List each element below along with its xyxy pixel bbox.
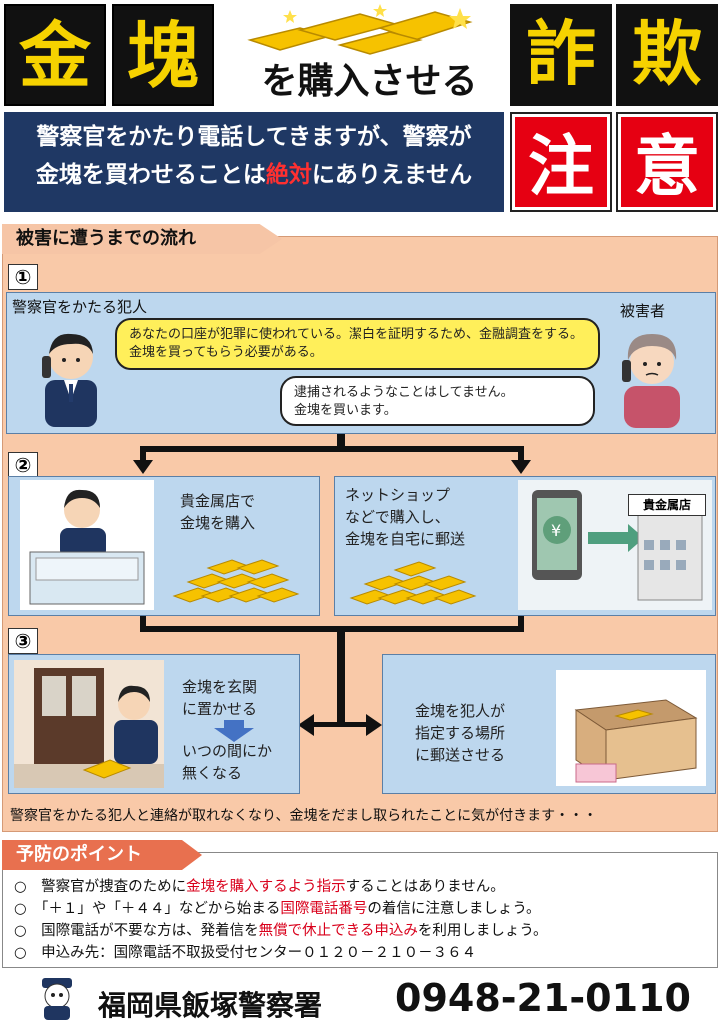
jewelry-store-clerk-illustration	[20, 480, 154, 610]
police-mascot-icon	[42, 978, 72, 1020]
arrow-down-icon	[133, 460, 153, 474]
prevention-item: ○ 警察官が捜査のために金塊を購入するよう指示することはありません。	[14, 876, 714, 898]
flow-conclusion: 警察官をかたる犯人と連絡が取れなくなり、金塊をだまし取られたことに気が付きます・…	[10, 808, 598, 824]
gold-left-at-entrance-illustration	[14, 660, 164, 788]
police-phone-number: 0948-21-0110	[395, 976, 691, 1020]
step3-number: ③	[8, 628, 38, 654]
online-purchase-illustration: ¥	[518, 480, 712, 610]
prevention-item: ○ 申込み先：国際電話不取扱受付センター０１２０－２１０－３６４	[14, 942, 714, 964]
shop-sign: 貴金属店	[628, 494, 706, 516]
gold-shipped-box-illustration	[556, 670, 706, 786]
prevention-highlight: 無償で休止できる申込み	[258, 923, 418, 939]
connector-line	[140, 446, 146, 464]
fake-police-caller-icon	[42, 333, 97, 427]
prevention-text: を利用しましょう。	[417, 923, 548, 939]
arrow-down-icon	[214, 720, 254, 742]
prevention-title: 予防のポイント	[2, 840, 202, 870]
caller-label: 警察官をかたる犯人	[12, 298, 148, 316]
arrow-down-icon	[511, 460, 531, 474]
title-kai: 塊	[112, 4, 214, 106]
connector-line	[140, 616, 146, 630]
prevention-text: することはありません。	[345, 879, 505, 895]
police-station-name: 福岡県飯塚警察署	[98, 989, 323, 1022]
connector-line	[312, 722, 368, 727]
prevention-highlight: 国際電話番号	[280, 901, 368, 917]
elderly-victim-icon	[622, 334, 680, 428]
banner-text-a: 金塊を買わせることは	[35, 162, 266, 188]
step3-left-text-b: いつの間にか 無くなる	[182, 742, 273, 782]
banner-line-1: 警察官をかたり電話してきますが、警察が	[36, 124, 472, 150]
step3-right-text: 金塊を犯人が 指定する場所 に郵送させる	[415, 702, 506, 764]
title-sa: 詐	[510, 4, 612, 106]
gold-bars-illustration	[247, 4, 473, 55]
connector-line	[140, 626, 524, 632]
flow-section-title: 被害に遭うまでの流れ	[2, 224, 282, 254]
prevention-text: ○ 警察官が捜査のために	[14, 879, 187, 895]
step2-number: ②	[8, 452, 38, 478]
victim-speech-bubble: 逮捕されるようなことはしてません。 金塊を買います。	[280, 376, 595, 426]
prevention-item: ○ 「＋１」や「＋４４」などから始まる国際電話番号の着信に注意しましょう。	[14, 898, 714, 920]
connector-line	[140, 446, 524, 452]
connector-line	[518, 616, 524, 630]
prevention-text: ○ 「＋１」や「＋４４」などから始まる	[14, 901, 281, 917]
title-chu: 注	[510, 112, 612, 212]
prevention-section	[2, 852, 718, 968]
prevention-item: ○ 国際電話が不要な方は、発着信を無償で休止できる申込みを利用しましょう。	[14, 920, 714, 942]
caller-speech-bubble: あなたの口座が犯罪に使われている。潔白を証明するため、金融調査をする。金塊を買っ…	[115, 318, 600, 370]
step2-right-text: ネットショップ などで購入し、 金塊を自宅に郵送	[345, 486, 466, 548]
title-subtitle: を購入させる	[261, 61, 478, 102]
step2-left-text: 貴金属店で 金塊を購入	[180, 492, 256, 532]
svg-text:¥: ¥	[551, 521, 561, 540]
connector-line	[518, 446, 524, 464]
step3-left-text-a: 金塊を玄関 に置かせる	[182, 678, 258, 718]
connector-line	[337, 626, 345, 722]
connector-line	[337, 434, 345, 450]
gold-bars-pile-icon	[172, 559, 300, 603]
arrow-left-icon	[298, 714, 314, 736]
arrow-right-icon	[366, 714, 382, 736]
prevention-text: の着信に注意しましょう。	[367, 901, 541, 917]
warning-banner: 警察官をかたり電話してきますが、警察が 金塊を買わせることは絶対にありえません	[4, 112, 504, 212]
title-gi: 欺	[616, 4, 718, 106]
step1-number: ①	[8, 264, 38, 290]
banner-text-emphasis: 絶対	[265, 162, 312, 188]
title-i: 意	[616, 112, 718, 212]
banner-text-c: にありえません	[311, 162, 473, 188]
gold-bars-pile-icon	[349, 561, 477, 605]
victim-label: 被害者	[620, 302, 666, 320]
prevention-highlight: 金塊を購入するよう指示	[186, 879, 346, 895]
prevention-text: ○ 申込み先：国際電話不取扱受付センター０１２０－２１０－３６４	[14, 945, 477, 961]
banner-line-2: 金塊を買わせることは絶対にありえません	[14, 156, 494, 194]
title-kin: 金	[4, 4, 106, 106]
prevention-text: ○ 国際電話が不要な方は、発着信を	[14, 923, 259, 939]
